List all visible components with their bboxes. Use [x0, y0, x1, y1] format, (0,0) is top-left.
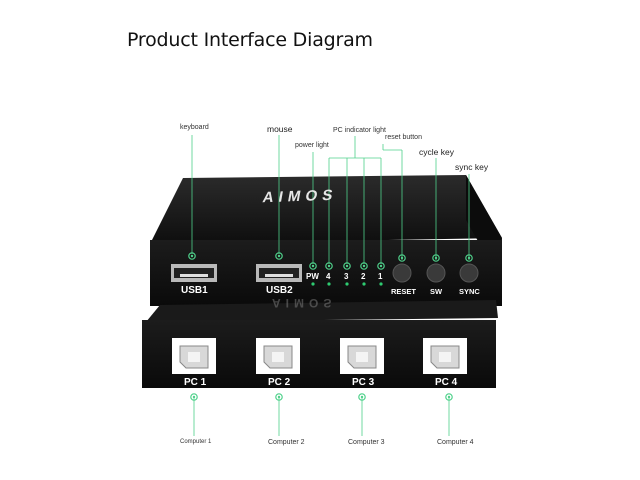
pc2-port	[256, 338, 300, 374]
led3-label: 3	[344, 272, 349, 281]
sw-label: SW	[430, 287, 443, 296]
sw-button-shape	[426, 263, 446, 283]
usb2-label: USB2	[266, 285, 293, 296]
led-3	[345, 282, 349, 286]
reset-label: RESET	[391, 287, 417, 296]
callout-pc-indicator: PC indicator light	[333, 127, 386, 134]
pc3-label: PC 3	[352, 377, 375, 388]
callout-computer3: Computer 3	[348, 439, 385, 446]
pc1-port	[172, 338, 216, 374]
leader-lines-back	[193, 398, 450, 436]
callout-power-light: power light	[295, 142, 329, 149]
callout-keyboard: keyboard	[180, 124, 209, 131]
led1-label: 1	[378, 272, 383, 281]
callout-computer4: Computer 4	[437, 439, 474, 446]
page-title: Product Interface Diagram	[127, 29, 373, 51]
led-1	[379, 282, 383, 286]
pc1-label: PC 1	[184, 377, 207, 388]
callout-computer2: Computer 2	[268, 439, 305, 446]
led-2	[362, 282, 366, 286]
led-pw	[311, 282, 315, 286]
brand-logo: AIMOS	[261, 186, 339, 207]
callout-cycle-key: cycle key	[419, 147, 454, 157]
brand-logo-reflection: AIMOS	[272, 296, 337, 310]
marker-dots	[188, 252, 473, 401]
sync-label: SYNC	[459, 287, 480, 296]
reset-button-shape	[392, 263, 412, 283]
sync-button-shape	[459, 263, 479, 283]
pc3-port	[340, 338, 384, 374]
led-4	[327, 282, 331, 286]
usb1-port	[171, 264, 217, 282]
usb2-port	[256, 264, 302, 282]
callout-sync-key: sync key	[455, 162, 489, 172]
pc2-label: PC 2	[268, 377, 291, 388]
callout-mouse: mouse	[267, 124, 293, 134]
pc4-label: PC 4	[435, 377, 458, 388]
pw-label: PW	[306, 272, 319, 281]
leader-lines-front	[191, 135, 470, 264]
pc4-port	[423, 338, 467, 374]
callout-reset-button: reset button	[385, 134, 422, 141]
usb1-label: USB1	[181, 285, 208, 296]
callout-computer1: Computer 1	[180, 439, 212, 445]
led2-label: 2	[361, 272, 366, 281]
back-unit-top	[146, 300, 498, 322]
front-unit-top	[150, 175, 502, 244]
led4-label: 4	[326, 272, 331, 281]
